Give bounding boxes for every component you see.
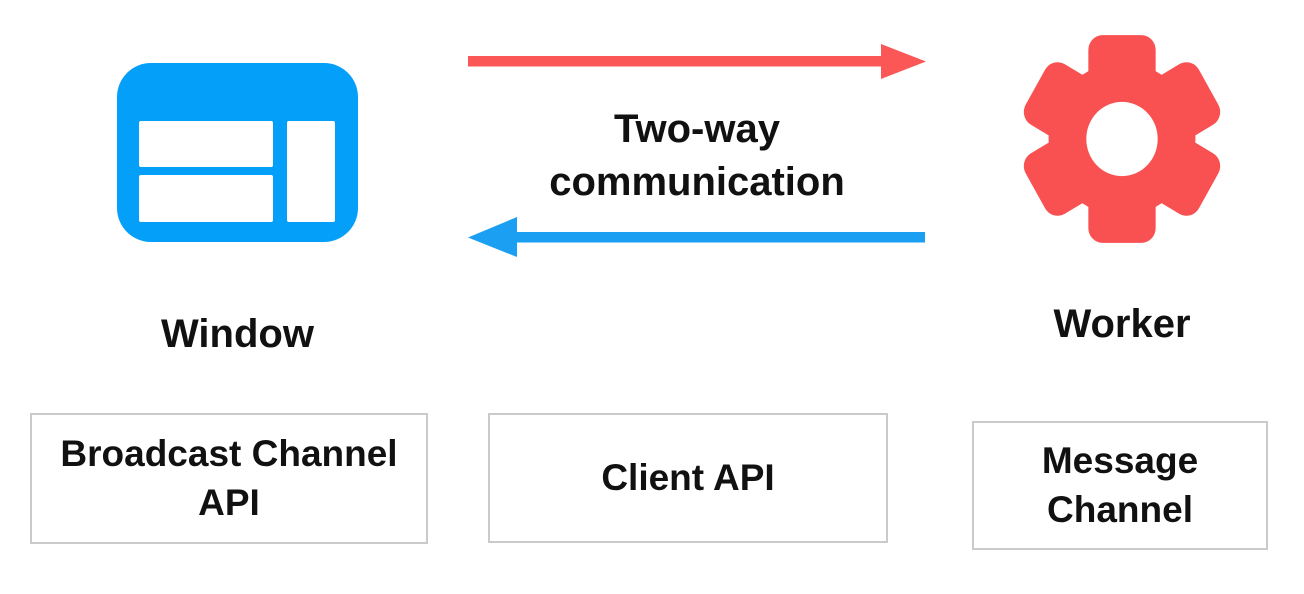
api-box-broadcast-channel: Broadcast Channel API	[30, 413, 428, 544]
left-arrow-shaft	[517, 232, 925, 243]
api-box-label: Client API	[601, 456, 775, 498]
left-arrow	[468, 217, 925, 257]
left-arrowhead	[468, 217, 517, 257]
gear-icon	[1020, 33, 1224, 245]
browser-window-pane-bottom-left	[139, 175, 273, 222]
window-label: Window	[161, 312, 314, 356]
api-box-label: Message Channel	[1041, 440, 1199, 530]
right-arrow	[468, 44, 926, 79]
right-arrow-shaft	[468, 56, 881, 67]
browser-window-pane-right	[287, 121, 335, 222]
browser-window-pane-top-left	[139, 121, 273, 167]
api-box-message-channel: Message Channel	[972, 421, 1268, 550]
api-box-label: Broadcast Channel API	[60, 433, 398, 523]
communication-arrows	[455, 35, 935, 265]
right-arrowhead	[881, 44, 926, 79]
communication-label: Two-way communication	[549, 107, 845, 204]
gear-hole	[1086, 101, 1158, 177]
api-box-client-api: Client API	[488, 413, 888, 543]
browser-window-icon	[117, 63, 358, 242]
worker-label: Worker	[1053, 302, 1191, 346]
